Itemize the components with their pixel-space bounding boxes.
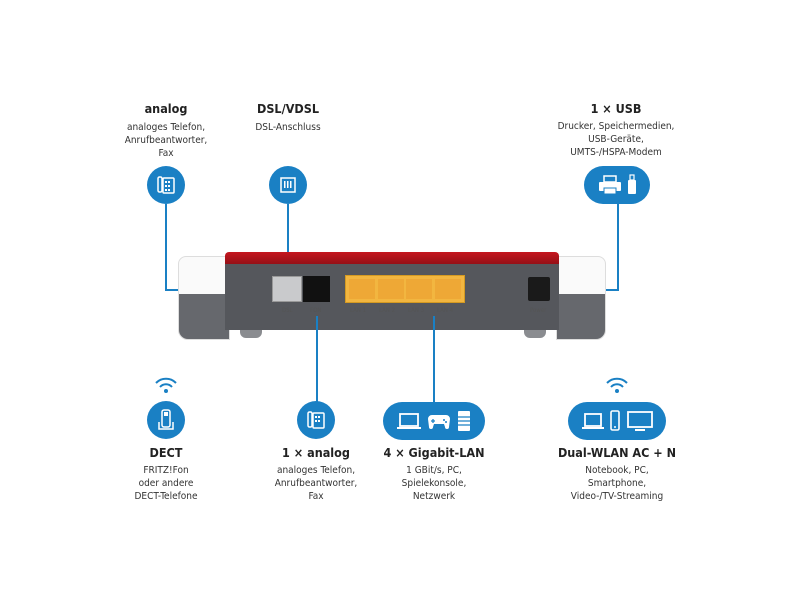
connector-line	[287, 204, 289, 272]
dsl-port	[272, 276, 302, 302]
port-label: LAN 3	[408, 307, 425, 314]
lan-port	[435, 279, 462, 299]
port-label: LAN 1	[350, 307, 367, 314]
tv-icon	[626, 411, 653, 431]
lan-port	[348, 279, 375, 299]
connector-line	[433, 316, 435, 404]
router-left-side	[178, 256, 230, 340]
dect-desc: FRITZ!Fon oder andere DECT-Telefone	[66, 464, 266, 503]
port-label: FON	[310, 307, 322, 314]
connector-line	[165, 289, 181, 291]
desc-line: Video-/TV-Streaming	[570, 491, 664, 502]
analog-title: analog	[144, 101, 188, 116]
desc-line: Fax	[158, 148, 174, 159]
printer-usb-icon	[584, 166, 650, 204]
power-port	[528, 277, 550, 301]
dsl-desc: DSL-Anschluss	[188, 121, 388, 134]
wlan-devices-icon	[568, 402, 666, 440]
dect-title: DECT	[149, 445, 183, 460]
router-foot	[524, 330, 546, 338]
port-label: DSL	[282, 307, 293, 314]
desc-line: UMTS-/HSPA-Modem	[570, 147, 662, 158]
port-label: Power	[530, 307, 547, 314]
desc-line: DSL-Anschluss	[255, 122, 321, 133]
lan-port	[377, 279, 404, 299]
lan-desc: 1 GBit/s, PC, Spielekonsole, Netzwerk	[334, 464, 534, 503]
desc-line: Spielekonsole,	[401, 478, 467, 489]
wifi-icon	[155, 377, 177, 393]
lan-devices-icon	[383, 402, 485, 440]
connector-line	[617, 204, 619, 290]
laptop-icon	[581, 413, 604, 429]
laptop-icon	[397, 413, 421, 429]
analog-port-title: 1 × analog	[282, 445, 350, 460]
desc-line: Anrufbeantworter,	[274, 478, 358, 489]
lan-port	[406, 279, 433, 299]
smartphone-icon	[610, 410, 620, 431]
connector-line	[165, 204, 167, 290]
desc-line: USB-Geräte,	[588, 134, 644, 145]
gamepad-icon	[428, 415, 450, 429]
lan-title: 4 × Gigabit-LAN	[383, 445, 485, 460]
router-back-view	[178, 252, 606, 347]
desc-line: Notebook, PC,	[585, 465, 649, 476]
router-red-top	[225, 252, 559, 266]
wlan-title: Dual-WLAN AC + N	[557, 445, 677, 460]
lan-ports	[345, 275, 465, 303]
desc-line: 1 GBit/s, PC,	[406, 465, 462, 476]
analog-desc: analoges Telefon, Anrufbeantworter, Fax	[66, 121, 266, 160]
wlan-desc: Notebook, PC, Smartphone, Video-/TV-Stre…	[517, 464, 717, 503]
dsl-port-icon	[269, 166, 307, 204]
phone-icon	[147, 166, 185, 204]
router-right-side	[556, 256, 606, 340]
analog-port-desc: analoges Telefon, Anrufbeantworter, Fax	[216, 464, 416, 503]
connector-line	[316, 316, 318, 402]
desc-line: analoges Telefon,	[126, 122, 206, 133]
port-label: LAN 4	[437, 307, 454, 314]
usb-desc: Drucker, Speichermedien, USB-Geräte, UMT…	[516, 120, 716, 159]
desc-line: Anrufbeantworter,	[124, 135, 208, 146]
wifi-icon	[606, 377, 628, 393]
dsl-title: DSL/VDSL	[256, 101, 320, 116]
router-foot	[240, 330, 262, 338]
desc-line: Fax	[308, 491, 324, 502]
cordless-phone-icon	[147, 401, 185, 439]
desc-line: Drucker, Speichermedien,	[557, 121, 675, 132]
port-label: LAN 2	[379, 307, 396, 314]
desc-line: Netzwerk	[412, 491, 456, 502]
usb-title: 1 × USB	[590, 101, 642, 116]
fon-port	[303, 276, 330, 302]
desc-line: oder andere	[138, 478, 194, 489]
connector-line	[603, 289, 619, 291]
server-icon	[458, 411, 470, 431]
phone-icon	[297, 401, 335, 439]
desc-line: DECT-Telefone	[134, 491, 198, 502]
desc-line: FRITZ!Fon	[143, 465, 189, 476]
desc-line: analoges Telefon,	[276, 465, 356, 476]
desc-line: Smartphone,	[587, 478, 647, 489]
